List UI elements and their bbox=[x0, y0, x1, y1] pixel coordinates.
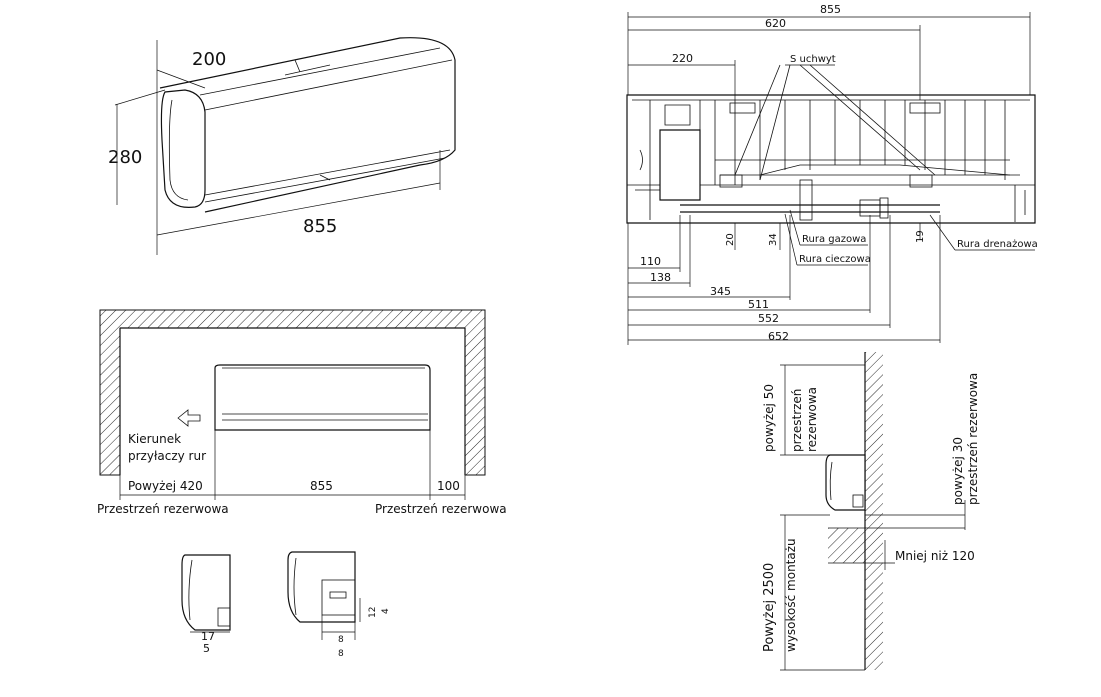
mount-height-line2: wysokość montażu bbox=[784, 538, 798, 652]
liquid-pipe-label: Rura cieczowa bbox=[799, 254, 871, 265]
isometric-unit-view bbox=[114, 37, 456, 255]
dim-20: 20 bbox=[725, 233, 736, 246]
front-width-220: 220 bbox=[672, 52, 693, 65]
dim-652: 652 bbox=[768, 330, 789, 343]
side-clearance-view bbox=[780, 352, 966, 671]
dim-511: 511 bbox=[748, 298, 769, 311]
left-detail-5: 5 bbox=[203, 642, 210, 655]
right-clearance-line1: powyżej 30 bbox=[951, 437, 965, 505]
unit-width-value: 855 bbox=[310, 479, 333, 493]
dim-552: 552 bbox=[758, 312, 779, 325]
floor-clearance-value: Mniej niż 120 bbox=[895, 549, 975, 563]
right-reserve-caption: Przestrzeń rezerwowa bbox=[375, 502, 507, 516]
top-clearance-line2: przestrzeń bbox=[790, 389, 804, 452]
right-detail-12: 12 bbox=[368, 607, 378, 618]
dim-345: 345 bbox=[710, 285, 731, 298]
drain-pipe-label: Rura drenażowa bbox=[957, 239, 1038, 250]
dim-138: 138 bbox=[650, 271, 671, 284]
iso-width-label: 855 bbox=[303, 216, 337, 237]
top-clearance-line1: powyżej 50 bbox=[762, 384, 776, 452]
dim-110: 110 bbox=[640, 255, 661, 268]
pipe-direction-line2: przyłaczy rur bbox=[128, 449, 206, 463]
dim-34: 34 bbox=[768, 233, 779, 246]
dim-19: 19 bbox=[915, 230, 926, 243]
left-detail-17: 17 bbox=[201, 630, 215, 643]
right-detail-4: 4 bbox=[381, 608, 391, 614]
iso-depth-label: 200 bbox=[192, 49, 226, 70]
right-detail-8a: 8 bbox=[338, 635, 344, 645]
front-detail-view bbox=[626, 12, 1036, 345]
left-clearance-value: Powyżej 420 bbox=[128, 479, 203, 493]
left-reserve-caption: Przestrzeń rezerwowa bbox=[97, 502, 229, 516]
front-total-width: 855 bbox=[820, 3, 841, 16]
pipe-direction-line1: Kierunek bbox=[128, 432, 181, 446]
right-clearance-line2: przestrzeń rezerwowa bbox=[966, 373, 980, 505]
bracket-label: S uchwyt bbox=[790, 54, 836, 65]
top-clearance-line3: rezerwowa bbox=[805, 387, 819, 452]
gas-pipe-label: Rura gazowa bbox=[802, 234, 866, 245]
right-clearance-value: 100 bbox=[437, 479, 460, 493]
side-detail-left bbox=[181, 554, 231, 633]
side-detail-right bbox=[287, 551, 361, 640]
right-detail-8b: 8 bbox=[338, 649, 344, 659]
front-width-620: 620 bbox=[765, 17, 786, 30]
iso-height-label: 280 bbox=[108, 147, 142, 168]
clearance-room-view bbox=[99, 309, 486, 500]
mount-height-line1: Powyżej 2500 bbox=[762, 563, 777, 652]
